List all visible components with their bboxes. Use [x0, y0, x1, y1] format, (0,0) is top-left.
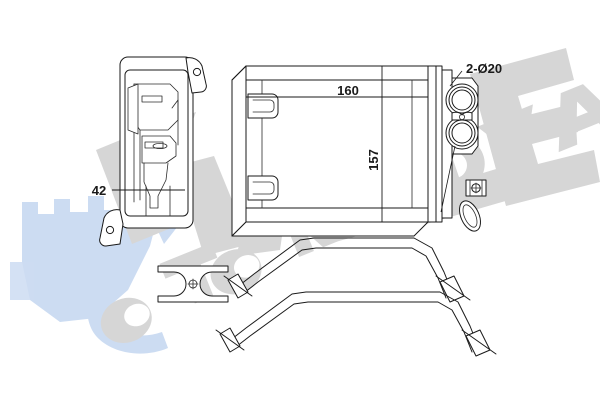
heater-core-front-view [231, 65, 479, 237]
bent-pipe-lower [215, 291, 497, 357]
core-depth-dimension-label: 42 [92, 183, 106, 198]
mounting-clamp-part [157, 265, 229, 303]
core-height-dimension: 157 [366, 66, 383, 222]
core-width-dimension-label: 160 [337, 83, 359, 98]
core-width-dimension: 160 [246, 83, 428, 98]
port-diameter-callout: 2-Ø20 [440, 61, 502, 213]
core-height-dimension-label: 157 [366, 149, 381, 171]
o-ring-seal [459, 200, 481, 232]
bent-pipe-upper [223, 237, 471, 303]
square-retainer-clip [465, 179, 487, 197]
heater-core-side-view [99, 56, 207, 247]
core-depth-dimension: 42 [92, 183, 185, 198]
port-diameter-callout-label: 2-Ø20 [466, 61, 502, 76]
port-flange-detail [445, 83, 479, 150]
